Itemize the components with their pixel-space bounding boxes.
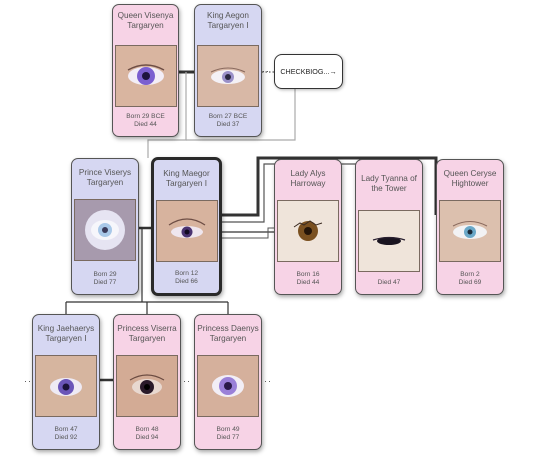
life-dates: Died 47 [377, 279, 401, 286]
person-name: Prince Viserys Targaryen [78, 168, 132, 187]
person-card-viserra[interactable]: Princess Viserra Targaryen Born 48 Died … [113, 314, 181, 450]
life-dates: Born 29 BCE Died 44 [126, 113, 165, 128]
person-name: Queen Ceryse Hightower [443, 169, 497, 188]
life-dates: Born 16 Died 44 [296, 271, 320, 286]
eye-portrait [116, 355, 178, 417]
person-name: Queen Visenya Targaryen [117, 11, 174, 30]
life-dates: Born 12 Died 66 [174, 270, 199, 285]
person-card-maegor[interactable]: King Maegor Targaryen I Born 12 Died 66 [151, 157, 222, 296]
person-card-visenya[interactable]: Queen Visenya Targaryen Born 29 BCE Died… [112, 4, 179, 137]
check-biography-button[interactable]: CHECKBIOG...→ [274, 54, 343, 89]
person-card-jaehaerys[interactable]: King Jaehaerys Targaryen I Born 47 Died … [32, 314, 100, 450]
person-card-tyanna[interactable]: Lady Tyanna of the Tower Died 47 [355, 159, 423, 295]
person-name: King Jaehaerys Targaryen I [37, 324, 95, 343]
eye-portrait [114, 45, 177, 107]
eye-portrait [197, 355, 259, 417]
eye-portrait [197, 45, 259, 107]
life-dates: Born 2 Died 69 [458, 271, 482, 286]
eye-portrait [277, 200, 339, 262]
life-dates: Born 49 Died 77 [216, 426, 240, 441]
person-card-alys[interactable]: Lady Alys Harroway Born 16 Died 44 [274, 159, 342, 295]
person-name: Princess Viserra Targaryen [117, 324, 177, 343]
more-indicator[interactable]: ·· [262, 66, 270, 76]
more-indicator[interactable]: ·· [183, 376, 191, 386]
person-name: Lady Tyanna of the Tower [361, 174, 417, 193]
person-name: King Aegon Targaryen I [207, 11, 249, 30]
life-dates: Born 48 Died 94 [135, 426, 159, 441]
person-card-ceryse[interactable]: Queen Ceryse Hightower Born 2 Died 69 [436, 159, 504, 295]
life-dates: Born 29 Died 77 [93, 271, 117, 286]
person-card-aegon[interactable]: King Aegon Targaryen I Born 27 BCE Died … [194, 4, 262, 137]
person-name: Lady Alys Harroway [290, 169, 326, 188]
person-card-daenys[interactable]: Princess Daenys Targaryen Born 49 Died 7… [194, 314, 262, 450]
eye-portrait [358, 210, 420, 272]
eye-portrait [155, 200, 218, 262]
life-dates: Born 27 BCE Died 37 [208, 113, 248, 128]
life-dates: Born 47 Died 92 [54, 426, 78, 441]
person-card-viserys[interactable]: Prince Viserys Targaryen Born 29 Died 77 [71, 158, 139, 295]
eye-portrait [74, 199, 136, 261]
eye-portrait [439, 200, 501, 262]
person-name: Princess Daenys Targaryen [197, 324, 259, 343]
more-indicator[interactable]: ·· [264, 376, 272, 386]
person-name: King Maegor Targaryen I [163, 169, 210, 188]
more-indicator[interactable]: ·· [24, 376, 32, 386]
eye-portrait [35, 355, 97, 417]
